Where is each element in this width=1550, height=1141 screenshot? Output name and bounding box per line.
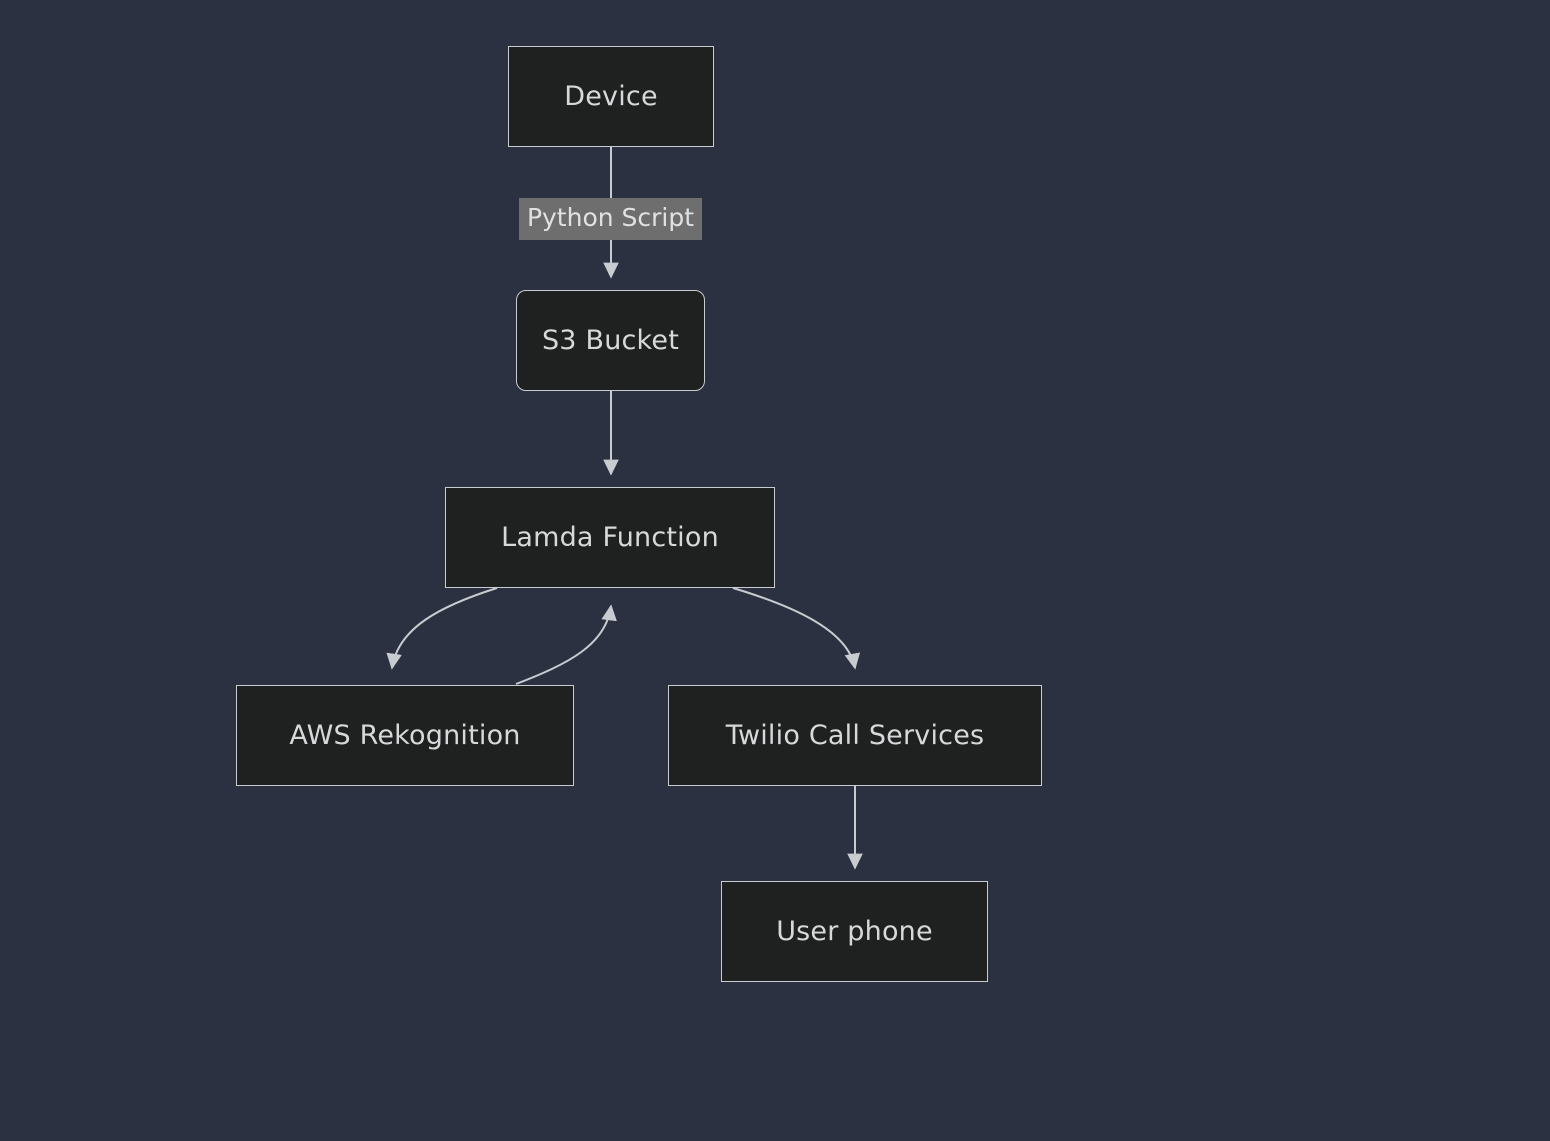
node-twilio-call-services[interactable]: Twilio Call Services bbox=[668, 685, 1042, 786]
node-aws-rekognition-label: AWS Rekognition bbox=[289, 719, 521, 751]
edge-lambda-to-twilio bbox=[732, 587, 861, 670]
node-user-phone-label: User phone bbox=[776, 915, 933, 947]
edge-lambda-to-rekognition bbox=[386, 587, 498, 670]
node-lamda-function[interactable]: Lamda Function bbox=[445, 487, 775, 588]
edge-rekognition-to-lambda bbox=[515, 604, 617, 685]
node-aws-rekognition[interactable]: AWS Rekognition bbox=[236, 685, 574, 786]
node-s3-bucket-label: S3 Bucket bbox=[541, 324, 680, 356]
node-device[interactable]: Device bbox=[508, 46, 714, 147]
node-lamda-function-label: Lamda Function bbox=[501, 521, 719, 553]
node-s3-bucket[interactable]: S3 Bucket bbox=[516, 290, 705, 391]
node-user-phone[interactable]: User phone bbox=[721, 881, 988, 982]
node-twilio-call-services-label: Twilio Call Services bbox=[725, 719, 985, 751]
edge-label-python-script: Python Script bbox=[519, 198, 702, 240]
node-device-label: Device bbox=[564, 80, 658, 112]
